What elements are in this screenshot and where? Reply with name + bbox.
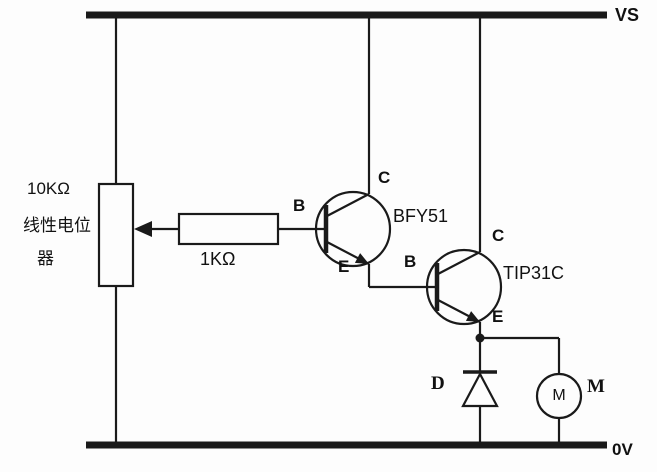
potentiometer-desc-line1: 线性电位: [23, 216, 91, 235]
q1-base-pin-label: B: [293, 196, 306, 215]
q1-collector-diagonal: [326, 193, 370, 217]
q1-collector-pin-label: C: [378, 168, 391, 187]
q2-base-pin-label: B: [404, 252, 417, 271]
ground-rail-label: 0V: [612, 440, 633, 459]
supply-rail-label: VS: [615, 5, 640, 25]
diode-ref-label: D: [431, 373, 445, 394]
potentiometer-desc-line2: 器: [37, 249, 54, 268]
diode-triangle: [461, 371, 499, 408]
q1-emitter-pin-label: E: [338, 257, 350, 276]
wiper-arrowhead-icon: [134, 221, 152, 237]
q2-part-number-label: TIP31C: [503, 263, 565, 283]
q1-part-number-label: BFY51: [393, 206, 449, 226]
motor-ref-label: M: [587, 376, 605, 397]
potentiometer-body: [97, 182, 135, 288]
q2-collector-diagonal: [437, 251, 481, 275]
q2-collector-pin-label: C: [492, 226, 505, 245]
resistor-value-label: 1KΩ: [200, 249, 236, 269]
q1-body: [314, 190, 392, 268]
q1-emitter-arrowhead-icon: [354, 253, 369, 264]
potentiometer-value-label: 10KΩ: [27, 179, 70, 198]
q2-emitter-arrowhead-icon: [465, 311, 480, 322]
resistor-body: [177, 212, 280, 246]
q2-body: [425, 248, 503, 326]
motor-symbol-label: M: [552, 387, 566, 404]
q2-emitter-pin-label: E: [492, 307, 504, 326]
